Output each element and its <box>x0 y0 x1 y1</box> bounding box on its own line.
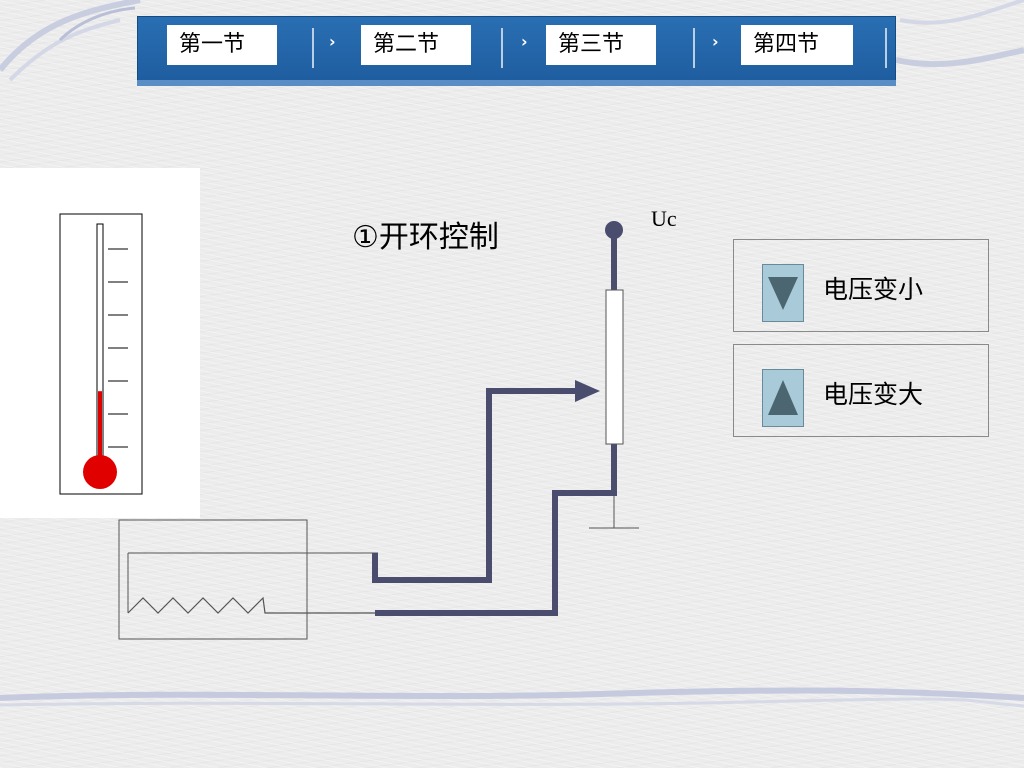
triangle-down-icon <box>762 264 804 322</box>
chevron-right-icon: › <box>712 32 719 51</box>
nav-separator <box>693 28 695 68</box>
potentiometer-body <box>605 289 624 445</box>
diagram-title: ①开环控制 <box>352 220 499 255</box>
increase-voltage-label: 电压变大 <box>823 380 924 409</box>
thermometer-ticks <box>108 248 128 448</box>
decrease-voltage-button[interactable]: 电压变小 <box>733 239 989 332</box>
wiper-wire <box>372 388 582 583</box>
nav-separator <box>885 28 887 68</box>
nav-underline <box>137 80 896 86</box>
supply-terminal <box>605 221 623 239</box>
decrease-voltage-label: 电压变小 <box>823 275 924 304</box>
heater-resistor-coil <box>127 596 378 614</box>
tab-section-3[interactable]: 第三节 <box>546 25 656 65</box>
thermometer-bulb <box>83 455 117 489</box>
tab-section-1[interactable]: 第一节 <box>167 25 277 65</box>
section-nav-bar: 第一节 › 第二节 › 第三节 › 第四节 <box>137 16 896 86</box>
tab-section-2[interactable]: 第二节 <box>361 25 471 65</box>
heater-outer-box <box>118 519 308 640</box>
ground-symbol <box>589 496 639 529</box>
thermometer <box>59 213 143 495</box>
tab-section-4[interactable]: 第四节 <box>741 25 853 65</box>
control-wires <box>372 221 623 616</box>
chevron-right-icon: › <box>329 32 336 51</box>
return-wire <box>375 444 617 616</box>
nav-separator <box>501 28 503 68</box>
thermometer-mercury <box>98 391 102 462</box>
chevron-right-icon: › <box>521 32 528 51</box>
triangle-up-icon <box>762 369 804 427</box>
heater <box>118 519 378 640</box>
increase-voltage-button[interactable]: 电压变大 <box>733 344 989 437</box>
wiper-arrow-icon <box>575 380 600 402</box>
voltage-label: Uc <box>651 206 677 231</box>
nav-separator <box>312 28 314 68</box>
